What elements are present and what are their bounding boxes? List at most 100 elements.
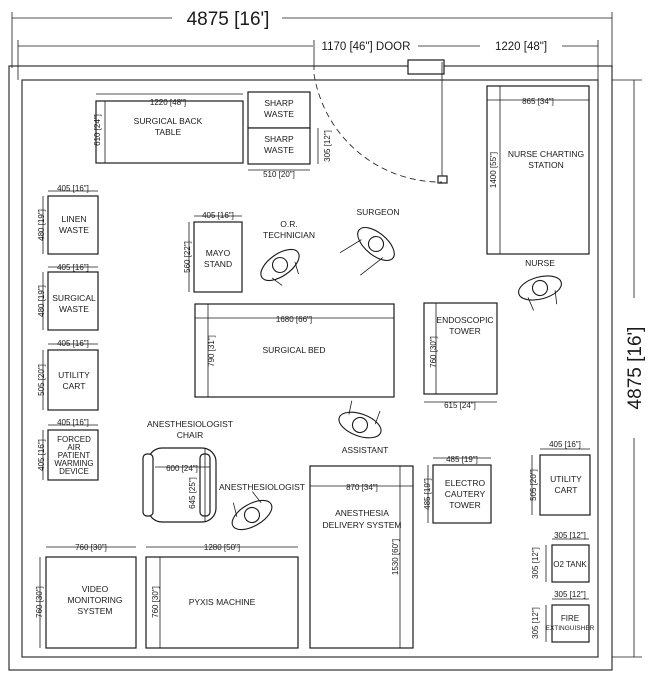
door-width-label: 1170 [46"] DOOR xyxy=(322,41,411,53)
svg-text:TECHNICIAN: TECHNICIAN xyxy=(263,230,315,240)
svg-text:SYSTEM: SYSTEM xyxy=(78,606,113,616)
svg-text:760 [30"]: 760 [30"] xyxy=(35,586,44,618)
svg-text:PATIENT: PATIENT xyxy=(58,451,91,460)
svg-text:NURSE CHARTING: NURSE CHARTING xyxy=(508,149,584,159)
svg-text:EXTINGUISHER: EXTINGUISHER xyxy=(546,625,595,632)
svg-text:870 [34"]: 870 [34"] xyxy=(346,483,378,492)
svg-text:ENDOSCOPIC: ENDOSCOPIC xyxy=(436,315,493,325)
svg-text:760 [30"]: 760 [30"] xyxy=(429,336,438,368)
svg-text:CART: CART xyxy=(555,485,578,495)
svg-text:PYXIS MACHINE: PYXIS MACHINE xyxy=(189,597,256,607)
endoscopic-tower: 615 [24"] 760 [30"] ENDOSCOPIC TOWER xyxy=(423,302,498,410)
svg-text:WARMING: WARMING xyxy=(54,459,93,468)
svg-text:405 [16"]: 405 [16"] xyxy=(549,440,581,449)
svg-text:865 [34"]: 865 [34"] xyxy=(522,97,554,106)
svg-text:405 [16"]: 405 [16"] xyxy=(57,263,89,272)
svg-text:760 [30"]: 760 [30"] xyxy=(151,586,160,618)
svg-text:CAUTERY: CAUTERY xyxy=(445,489,486,499)
svg-text:WASTE: WASTE xyxy=(59,304,89,314)
svg-text:405 [16"]: 405 [16"] xyxy=(57,184,89,193)
svg-text:405 [16"]: 405 [16"] xyxy=(57,339,89,348)
svg-text:405 [16"]: 405 [16"] xyxy=(57,418,89,427)
anesthesia-delivery-system: 870 [34"] 1530 [60"] ANESTHESIA DELIVERY… xyxy=(309,465,414,649)
svg-text:485 [19"]: 485 [19"] xyxy=(446,455,478,464)
svg-text:MONITORING: MONITORING xyxy=(67,595,122,605)
svg-text:645 [25"]: 645 [25"] xyxy=(188,477,197,509)
overall-height-dimension: 4875 [16'] xyxy=(612,79,646,658)
nurse-figure xyxy=(518,275,562,311)
forced-air-warming-device: 405 [16"] 405 [16"] FORCED AIR PATIENT W… xyxy=(37,418,99,481)
svg-text:610 [24"]: 610 [24"] xyxy=(93,114,102,146)
svg-text:ANESTHESIOLOGIST: ANESTHESIOLOGIST xyxy=(147,419,233,429)
svg-text:FORCED: FORCED xyxy=(57,435,91,444)
pyxis-machine: 1280 [50"] 760 [30"] PYXIS MACHINE xyxy=(145,543,299,649)
svg-text:1220 [48"]: 1220 [48"] xyxy=(150,98,186,107)
svg-text:CHAIR: CHAIR xyxy=(177,430,203,440)
svg-text:SHARP: SHARP xyxy=(264,134,294,144)
svg-text:480 [19"]: 480 [19"] xyxy=(37,285,46,317)
svg-text:AIR: AIR xyxy=(67,443,81,452)
anesthesiologist-figure xyxy=(231,491,273,531)
svg-text:ELECTRO: ELECTRO xyxy=(445,478,486,488)
svg-text:VIDEO: VIDEO xyxy=(82,584,109,594)
svg-text:TOWER: TOWER xyxy=(449,326,480,336)
svg-text:LINEN: LINEN xyxy=(61,214,86,224)
or-technician-figure xyxy=(260,248,300,286)
surgical-bed: 1680 [66"] 790 [31"] SURGICAL BED xyxy=(194,303,395,398)
overall-width-dimension: 4875 [16'] xyxy=(11,9,613,68)
svg-text:SURGICAL BACK: SURGICAL BACK xyxy=(134,116,203,126)
svg-text:1400 [55"]: 1400 [55"] xyxy=(489,152,498,188)
svg-text:790 [31"]: 790 [31"] xyxy=(207,335,216,367)
svg-text:SHARP: SHARP xyxy=(264,98,294,108)
overall-width-label: 4875 [16'] xyxy=(187,9,270,30)
svg-text:305 [12"]: 305 [12"] xyxy=(531,547,540,579)
fire-extinguisher: 305 [12"] 305 [12"] FIRE EXTINGUISHER xyxy=(531,590,595,643)
electro-cautery-tower: 485 [19"] 485 [19"] ELECTRO CAUTERY TOWE… xyxy=(423,455,492,524)
svg-text:DEVICE: DEVICE xyxy=(59,467,89,476)
sharp-waste-2: SHARP WASTE 510 [20"] 305 [12"] xyxy=(247,127,332,179)
anesthesiologist-chair: ANESTHESIOLOGIST CHAIR 600 [24"] 645 [25… xyxy=(142,419,233,523)
nurse-charting-station: 865 [34"] 1400 [55"] NURSE CHARTING STAT… xyxy=(486,85,590,255)
door-dimension: 1170 [46"] DOOR 1220 [48"] xyxy=(17,40,599,80)
room-wall-outer xyxy=(8,65,613,671)
svg-text:560 [22"]: 560 [22"] xyxy=(183,241,192,273)
o2-tank: 305 [12"] 305 [12"] O2 TANK xyxy=(531,531,590,583)
overall-height-label: 4875 [16'] xyxy=(625,327,646,410)
room-wall-inner xyxy=(21,79,599,658)
svg-text:WASTE: WASTE xyxy=(59,225,89,235)
svg-text:305 [12"]: 305 [12"] xyxy=(554,531,586,540)
svg-text:505 [20"]: 505 [20"] xyxy=(37,364,46,396)
door-swing xyxy=(313,59,448,184)
or-technician-label: O.R. TECHNICIAN xyxy=(263,219,315,240)
svg-text:SURGICAL: SURGICAL xyxy=(52,293,96,303)
svg-text:O2 TANK: O2 TANK xyxy=(553,560,587,569)
assistant-figure xyxy=(338,400,382,439)
svg-text:O.R.: O.R. xyxy=(280,219,297,229)
svg-text:STATION: STATION xyxy=(528,160,564,170)
svg-text:1530 [60"]: 1530 [60"] xyxy=(391,539,400,575)
svg-text:WASTE: WASTE xyxy=(264,109,294,119)
svg-text:ANESTHESIA: ANESTHESIA xyxy=(335,508,389,518)
svg-text:UTILITY: UTILITY xyxy=(550,474,582,484)
svg-text:1680 [66"]: 1680 [66"] xyxy=(276,315,312,324)
svg-text:305 [12"]: 305 [12"] xyxy=(531,607,540,639)
mayo-stand: 405 [16"] 560 [22"] MAYO STAND xyxy=(183,211,243,293)
utility-cart-right: 405 [16"] 505 [20"] UTILITY CART xyxy=(529,440,591,516)
surgeon-label: SURGEON xyxy=(357,207,400,217)
svg-text:MAYO: MAYO xyxy=(206,248,231,258)
surgical-waste: 405 [16"] 480 [19"] SURGICAL WASTE xyxy=(37,263,99,331)
svg-text:TOWER: TOWER xyxy=(449,500,480,510)
svg-text:FIRE: FIRE xyxy=(561,614,579,623)
door-right-label: 1220 [48"] xyxy=(495,41,547,53)
svg-text:405 [16"]: 405 [16"] xyxy=(37,439,46,471)
svg-text:DELIVERY SYSTEM: DELIVERY SYSTEM xyxy=(322,520,401,530)
video-monitoring-system: 760 [30"] 760 [30"] VIDEO MONITORING SYS… xyxy=(35,543,137,649)
svg-text:405 [16"]: 405 [16"] xyxy=(202,211,234,220)
nurse-label: NURSE xyxy=(525,258,555,268)
sharp-waste-1: SHARP WASTE xyxy=(247,91,311,129)
anesthesiologist-label: ANESTHESIOLOGIST xyxy=(219,482,305,492)
svg-text:1280 [50"]: 1280 [50"] xyxy=(204,543,240,552)
svg-text:615 [24"]: 615 [24"] xyxy=(444,401,476,410)
svg-text:305 [12"]: 305 [12"] xyxy=(323,130,332,162)
